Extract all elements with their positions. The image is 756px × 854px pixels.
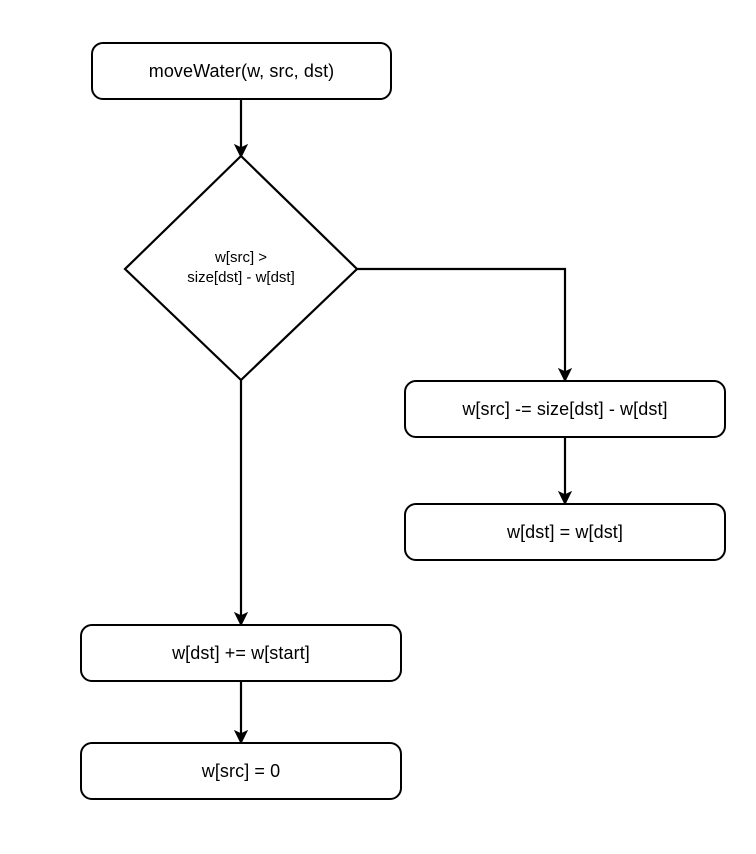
node-add-start[interactable]: w[dst] += w[start] (80, 624, 402, 682)
edge-condition-to-subtract (357, 267, 573, 383)
node-subtract[interactable]: w[src] -= size[dst] - w[dst] (404, 380, 726, 438)
node-zero-src[interactable]: w[src] = 0 (80, 742, 402, 800)
node-assign-dst-label: w[dst] = w[dst] (506, 521, 624, 542)
node-start-label: moveWater(w, src, dst) (148, 60, 335, 81)
node-subtract-label: w[src] -= size[dst] - w[dst] (462, 398, 668, 419)
node-add-start-label: w[dst] += w[start] (172, 642, 310, 663)
node-assign-dst[interactable]: w[dst] = w[dst] (404, 503, 726, 561)
node-start[interactable]: moveWater(w, src, dst) (91, 42, 392, 100)
node-zero-src-label: w[src] = 0 (201, 760, 281, 781)
